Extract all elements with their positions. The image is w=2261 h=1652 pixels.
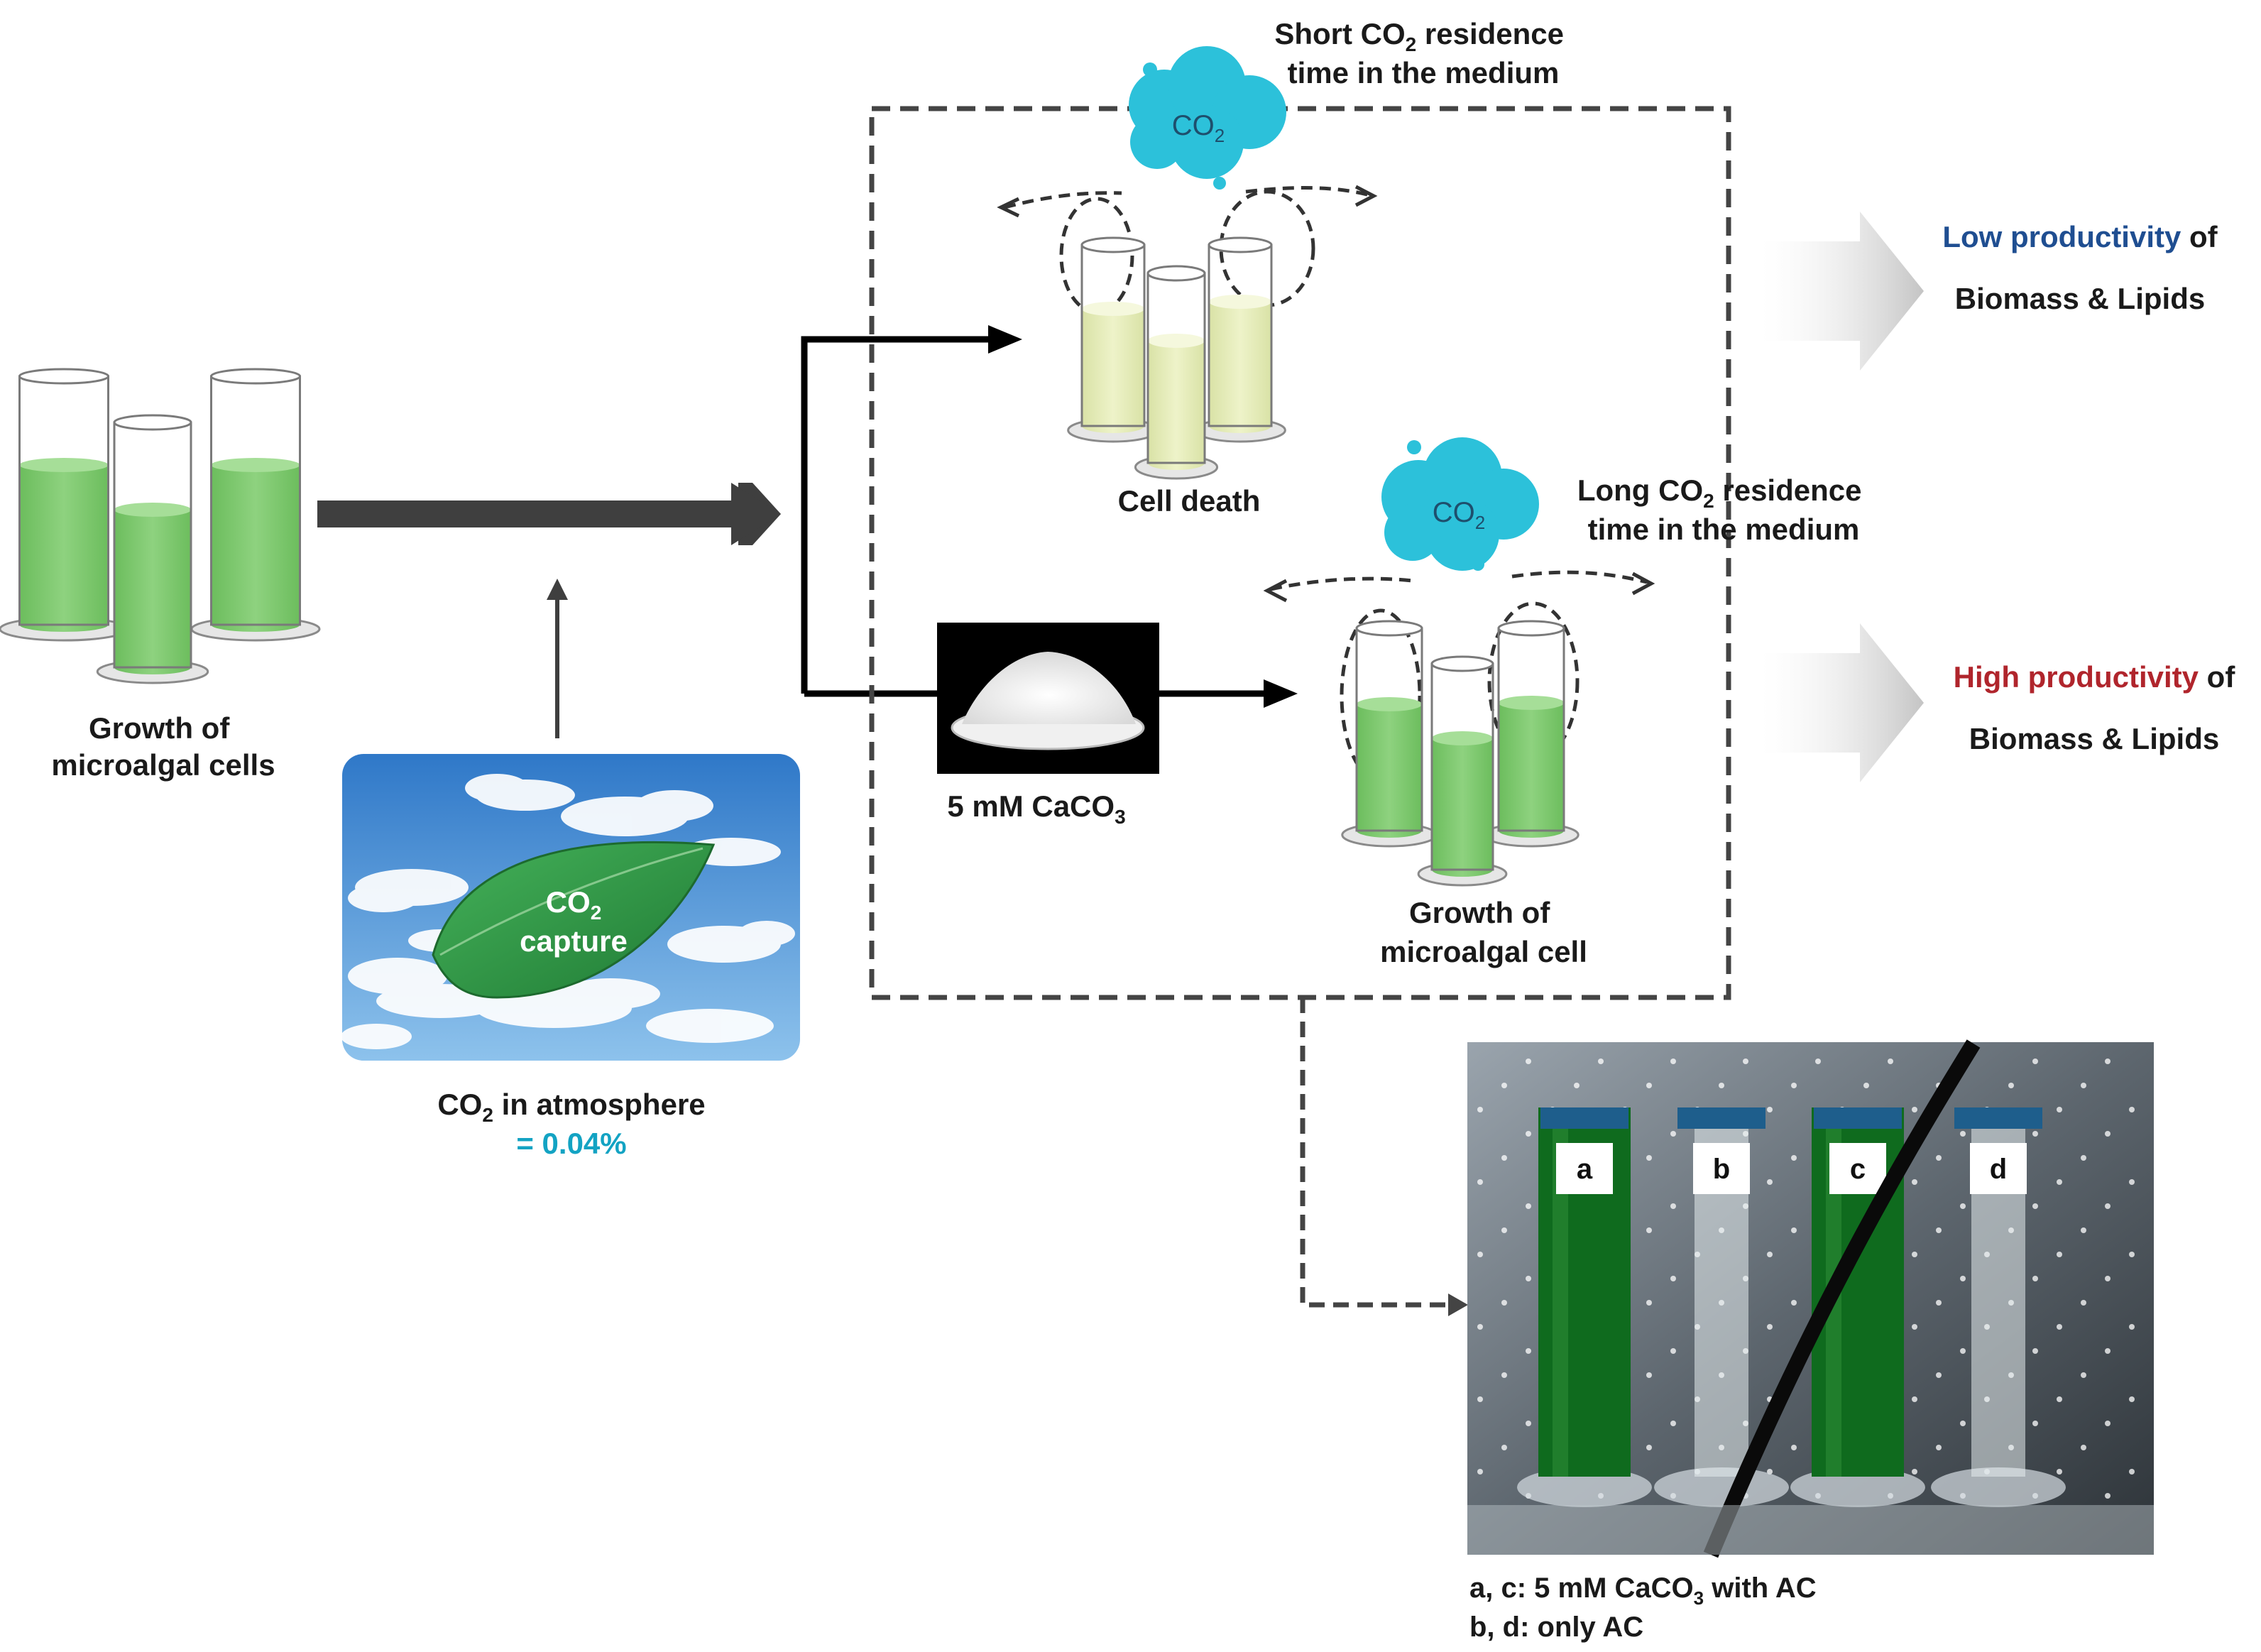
photo-tube-b: b	[1654, 1107, 1789, 1507]
atmosphere-panel: CO2 capture	[341, 754, 800, 1061]
death-tube-3	[1194, 236, 1286, 443]
cell-death-tube-group	[1067, 236, 1286, 480]
photo-tube-label: b	[1713, 1154, 1730, 1185]
leaf-co2-label: CO2	[546, 885, 602, 924]
atmosphere-caption: CO2 in atmosphere	[437, 1088, 705, 1126]
photo-tube-d: d	[1931, 1107, 2066, 1507]
left-tube-1	[0, 368, 129, 642]
sky-clouds	[341, 774, 795, 1049]
reactor-photo: a b c d	[1467, 1039, 2154, 1558]
leaf-capture-label: capture	[520, 924, 628, 958]
photo-tube-label: d	[1990, 1154, 2007, 1185]
growth-tube-3	[1483, 620, 1580, 848]
arrow-to-cell-death	[988, 325, 1022, 354]
growth-right-label: Growth of microalgal cell	[1380, 896, 1587, 968]
short-residence-label: Short CO2 residence time in the medium	[1274, 17, 1572, 89]
long-residence-label: Long CO2 residence time in the medium	[1577, 474, 1870, 546]
photo-tube-a: a	[1517, 1107, 1652, 1507]
caco3-powder-image	[937, 623, 1159, 774]
photo-connector	[1300, 997, 1459, 1308]
growth-tube-1	[1341, 620, 1438, 848]
atmosphere-value: = 0.04%	[516, 1127, 626, 1160]
left-tube-group	[0, 368, 321, 684]
growth-tube-2	[1417, 655, 1508, 887]
growth-left-label: Growth of microalgal cells	[51, 711, 275, 782]
death-tube-1	[1067, 236, 1159, 443]
co2-cloud-top	[1129, 46, 1286, 190]
low-productivity-label: Low productivity of	[1942, 220, 2218, 253]
photo-tube-label: c	[1850, 1154, 1866, 1185]
co2-cloud-bottom	[1381, 437, 1539, 571]
caco3-label: 5 mM CaCO3	[947, 789, 1125, 828]
cloud-top-label: CO2	[1172, 110, 1225, 146]
low-biomass-label: Biomass & Lipids	[1955, 282, 2205, 315]
cell-death-label: Cell death	[1118, 484, 1261, 518]
arrow-to-growth	[1264, 679, 1298, 708]
growth-tube-group	[1341, 620, 1580, 887]
photo-legend-2: b, d: only AC	[1469, 1612, 1643, 1643]
up-arrow	[547, 579, 568, 738]
main-arrow	[317, 483, 781, 545]
co2-escape-path-top	[1004, 186, 1371, 314]
left-tube-3	[190, 368, 321, 642]
experiment-dashed-box	[869, 106, 1731, 1000]
death-tube-2	[1134, 265, 1219, 480]
high-outcome-arrow	[1761, 623, 1924, 782]
left-tube-2	[96, 414, 209, 684]
high-productivity-label: High productivity of	[1954, 660, 2236, 694]
high-biomass-label: Biomass & Lipids	[1969, 722, 2219, 755]
leaf-icon	[432, 841, 716, 999]
photo-tube-label: a	[1577, 1154, 1593, 1185]
photo-legend-1: a, c: 5 mM CaCO3 with AC	[1469, 1572, 1817, 1609]
low-outcome-arrow	[1761, 212, 1924, 371]
cloud-bottom-label: CO2	[1433, 497, 1485, 533]
